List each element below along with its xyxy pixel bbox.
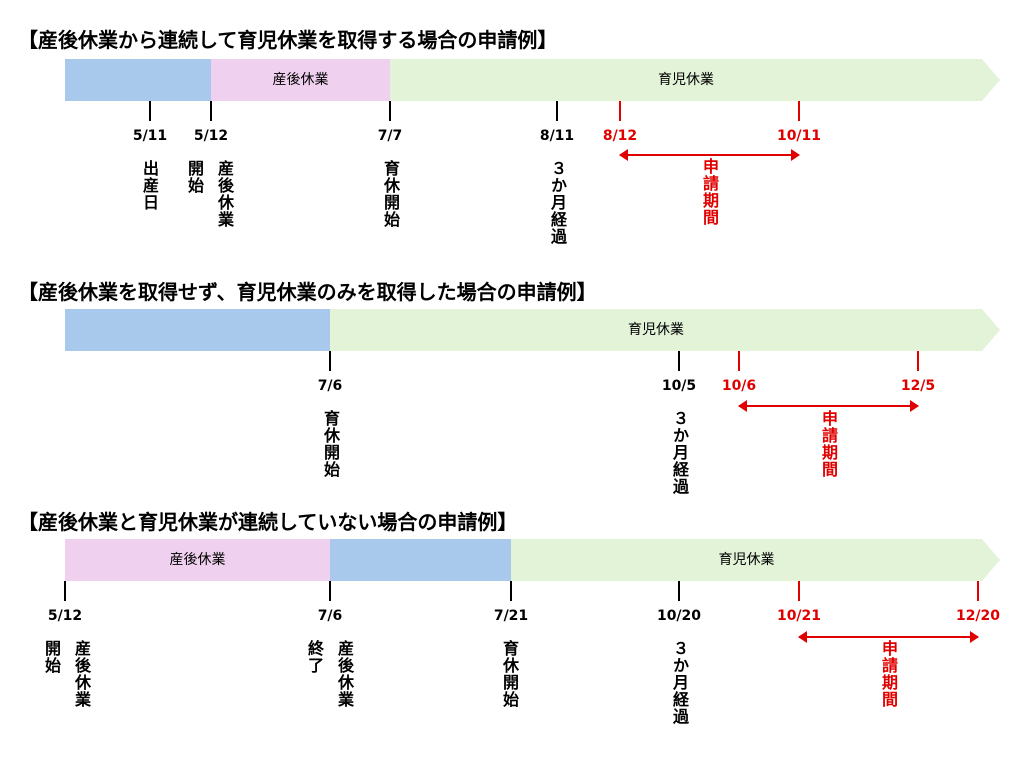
date-label: 10/5 xyxy=(661,378,697,394)
childcare-leave-bar xyxy=(390,59,1000,101)
date-label: 7/6 xyxy=(317,378,343,394)
date-label: 5/11 xyxy=(132,128,168,144)
tick-red xyxy=(798,101,800,121)
childcare-leave-label: 育児休業 xyxy=(658,72,714,88)
tick-red xyxy=(738,351,740,371)
three-months-text: ３か月経過 xyxy=(670,640,689,725)
application-period-arrow xyxy=(798,631,979,643)
tick xyxy=(210,101,212,121)
tick xyxy=(64,581,66,601)
childcare-leave-label: 育児休業 xyxy=(628,322,684,338)
tick xyxy=(149,101,151,121)
section-1-title: 【産後休業から連続して育児休業を取得する場合の申請例】 xyxy=(18,28,558,52)
before-birth-bar xyxy=(65,309,330,351)
application-period-text: 申請期間 xyxy=(819,410,838,478)
application-period-arrow xyxy=(738,400,919,412)
date-label: 7/21 xyxy=(493,608,529,624)
date-label-red: 10/11 xyxy=(776,128,822,144)
postpartum-leave-label: 産後休業 xyxy=(272,72,329,88)
gap-bar xyxy=(330,539,511,581)
childcare-start-text: 育休開始 xyxy=(500,640,519,708)
date-label: 10/20 xyxy=(656,608,702,624)
tick-red xyxy=(977,581,979,601)
date-label-red: 8/12 xyxy=(602,128,638,144)
tick xyxy=(678,581,680,601)
tick-red xyxy=(917,351,919,371)
childbirth-day-text: 出産日 xyxy=(140,160,159,211)
date-label: 5/12 xyxy=(47,608,83,624)
childcare-leave-bar xyxy=(511,539,1000,581)
date-label-red: 10/6 xyxy=(721,378,757,394)
tick xyxy=(389,101,391,121)
start-text: 開始 xyxy=(42,640,61,674)
date-label: 7/7 xyxy=(377,128,403,144)
tick xyxy=(510,581,512,601)
childcare-leave-label: 育児休業 xyxy=(718,552,775,568)
postpartum-text: 産後休業 xyxy=(215,160,234,228)
tick xyxy=(678,351,680,371)
application-period-text: 申請期間 xyxy=(700,158,719,226)
date-label: 8/11 xyxy=(539,128,575,144)
section-3-title: 【産後休業と育児休業が連続していない場合の申請例】 xyxy=(18,510,518,534)
postpartum-leave-bar xyxy=(65,539,330,581)
postpartum-text: 産後休業 xyxy=(335,640,354,708)
end-text: 終了 xyxy=(305,640,324,674)
date-label-red: 10/21 xyxy=(776,608,822,624)
before-birth-bar xyxy=(65,59,211,101)
childcare-start-text: 育休開始 xyxy=(321,410,340,478)
date-label: 5/12 xyxy=(193,128,229,144)
application-period-text: 申請期間 xyxy=(879,640,898,708)
postpartum-text: 産後休業 xyxy=(72,640,91,708)
start-text: 開始 xyxy=(185,160,204,194)
date-label: 7/6 xyxy=(317,608,343,624)
childcare-start-text: 育休開始 xyxy=(381,160,400,228)
three-months-text: ３か月経過 xyxy=(548,160,567,245)
section-2-title: 【産後休業を取得せず、育児休業のみを取得した場合の申請例】 xyxy=(18,280,597,304)
childcare-leave-bar xyxy=(330,309,1000,351)
tick-red xyxy=(619,101,621,121)
date-label-red: 12/5 xyxy=(900,378,936,394)
date-label-red: 12/20 xyxy=(955,608,1001,624)
postpartum-leave-label: 産後休業 xyxy=(169,552,226,568)
tick xyxy=(329,581,331,601)
tick-red xyxy=(798,581,800,601)
tick xyxy=(329,351,331,371)
tick xyxy=(556,101,558,121)
application-period-arrow xyxy=(619,149,800,161)
postpartum-leave-bar xyxy=(211,59,390,101)
three-months-text: ３か月経過 xyxy=(670,410,689,495)
